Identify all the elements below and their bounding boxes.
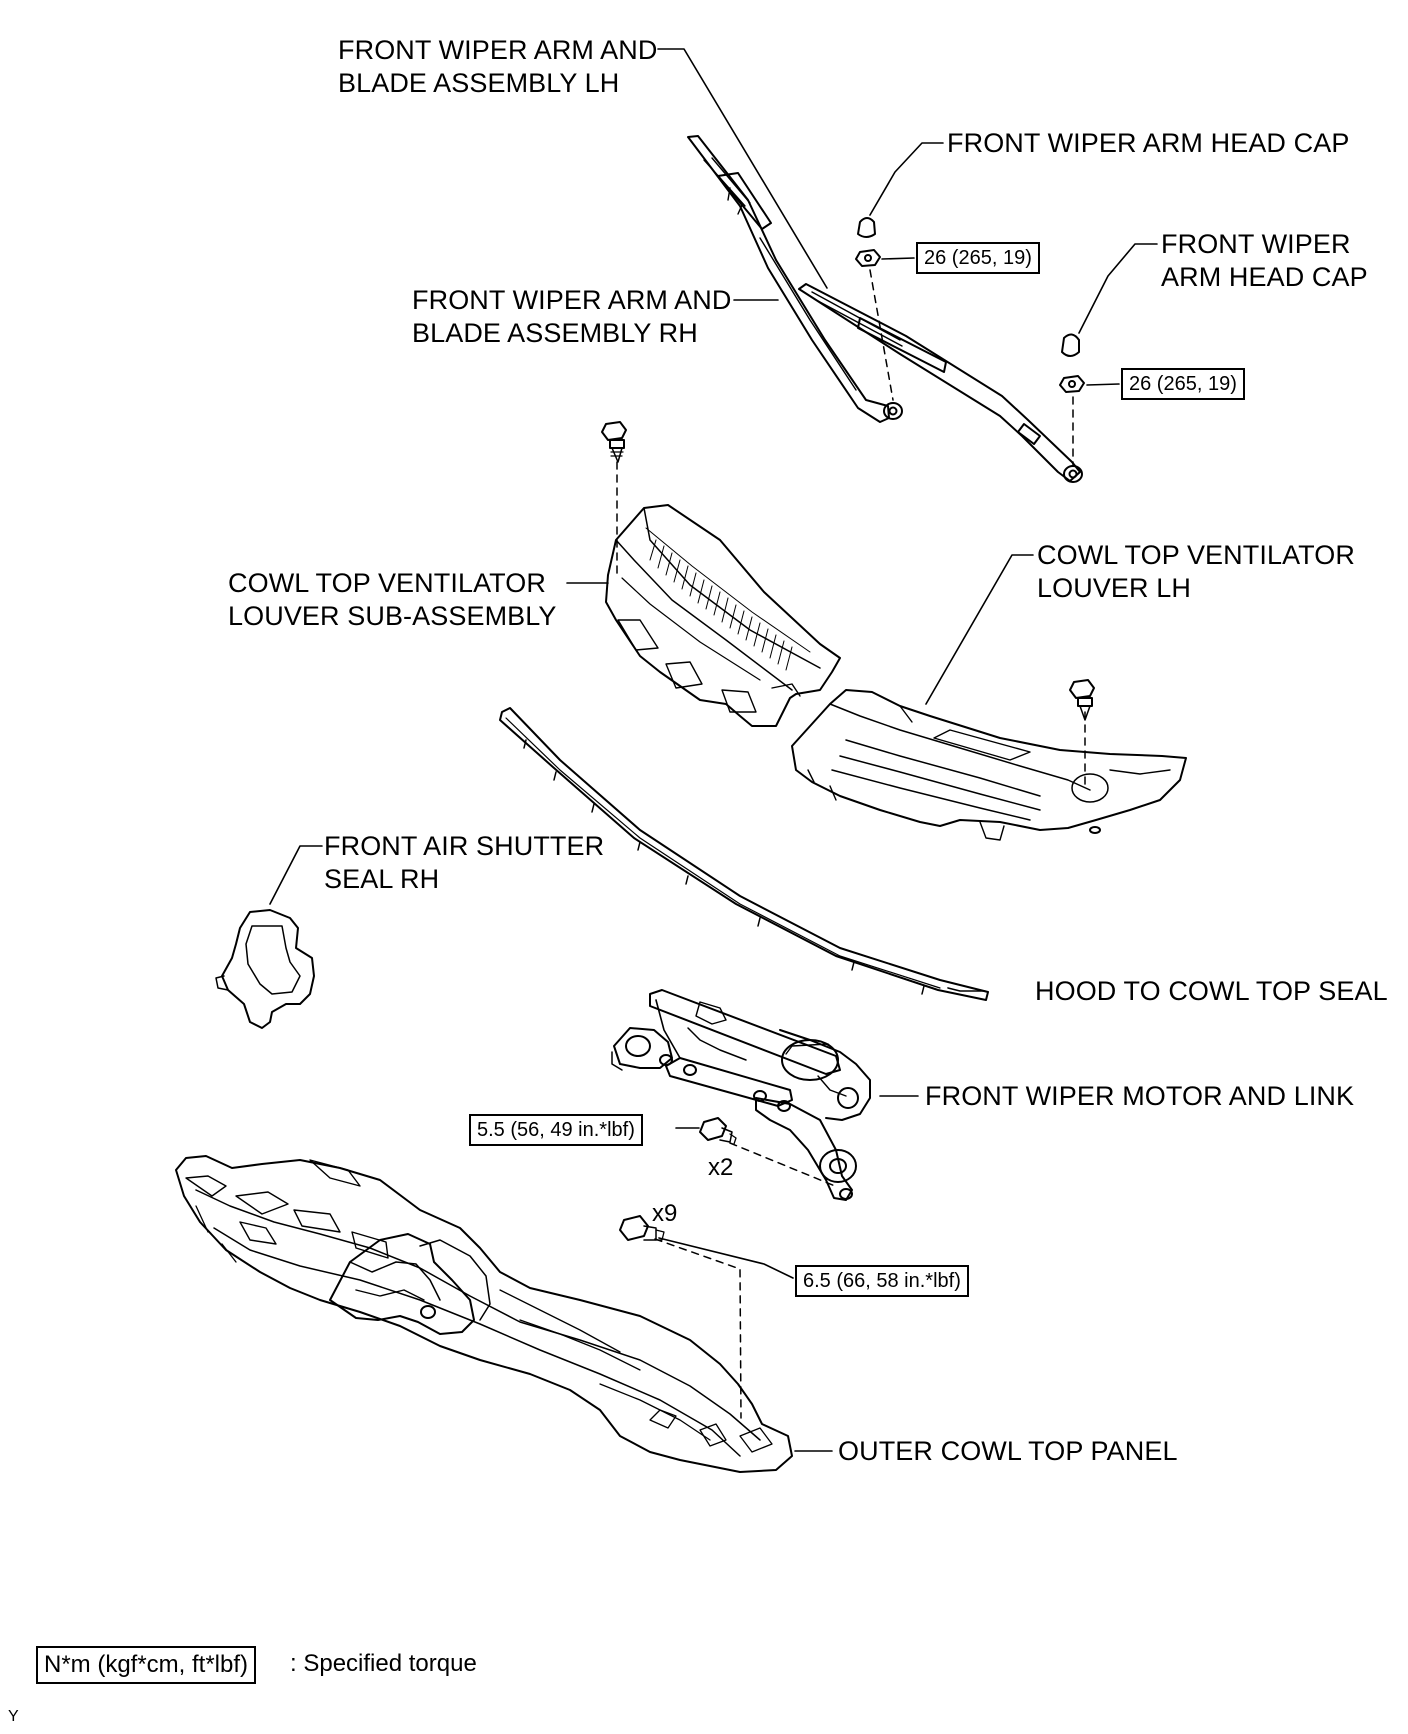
label-outer-panel: OUTER COWL TOP PANEL (838, 1435, 1178, 1468)
label-head-cap-1: FRONT WIPER ARM HEAD CAP (947, 127, 1349, 160)
label-motor-link: FRONT WIPER MOTOR AND LINK (925, 1080, 1354, 1113)
label-hood-seal: HOOD TO COWL TOP SEAL (1035, 975, 1388, 1008)
qty-panel-bolt: x9 (652, 1200, 678, 1227)
head-cap-1-shape (857, 217, 876, 238)
louver-lh-shape (791, 689, 1187, 841)
label-louver-lh: COWL TOP VENTILATOR LOUVER LH (1037, 539, 1355, 605)
legend-torque-text: : Specified torque (290, 1650, 477, 1677)
torque-box-panel-bolt: 6.5 (66, 58 in.*lbf) (795, 1265, 969, 1297)
label-head-cap-1-line-1: FRONT WIPER ARM HEAD CAP (947, 128, 1350, 158)
label-wiper-arm-lh-line-1: FRONT WIPER ARM AND (338, 35, 658, 65)
label-head-cap-2: FRONT WIPER ARM HEAD CAP (1161, 228, 1368, 294)
torque-box-nut-2: 26 (265, 19) (1121, 368, 1245, 400)
outer-cowl-panel-shape (175, 1155, 793, 1473)
label-louver-sub-assembly: COWL TOP VENTILATOR LOUVER SUB-ASSEMBLY (228, 567, 557, 633)
label-wiper-arm-rh: FRONT WIPER ARM AND BLADE ASSEMBLY RH (412, 284, 731, 350)
figure-code: Y (8, 1708, 19, 1725)
head-cap-2-shape (1061, 333, 1080, 357)
nut-1-shape (855, 249, 881, 267)
label-motor-link-line-1: FRONT WIPER MOTOR AND LINK (925, 1081, 1355, 1111)
label-air-shutter-line-2: SEAL RH (324, 864, 440, 894)
leader-torque-panel-bolt (658, 1237, 794, 1279)
label-wiper-arm-rh-line-1: FRONT WIPER ARM AND (412, 285, 732, 315)
qty-motor-bolt: x2 (708, 1154, 734, 1181)
leader-head-cap-2 (1078, 243, 1158, 334)
louver-bolt-2-shape (1069, 679, 1095, 721)
axis-motor-bolt (729, 1142, 836, 1187)
wiper-motor-link-shape (611, 989, 871, 1201)
label-air-shutter-seal: FRONT AIR SHUTTER SEAL RH (324, 830, 604, 896)
wiper-arm-rh-shape (687, 135, 903, 423)
leader-hood-seal (947, 987, 986, 992)
leader-head-cap-1 (869, 142, 944, 216)
legend-torque-box: N*m (kgf*cm, ft*lbf) (36, 1646, 257, 1684)
leader-air-shutter (269, 845, 323, 905)
label-louver-sub-line-1: COWL TOP VENTILATOR (228, 568, 546, 598)
torque-box-nut-1: 26 (265, 19) (916, 242, 1040, 274)
axis-panel-bolt (654, 1238, 742, 1419)
hood-seal-shape (499, 707, 989, 1001)
panel-bolt-shape (619, 1215, 665, 1241)
label-wiper-arm-lh-line-2: BLADE ASSEMBLY LH (338, 68, 620, 98)
label-head-cap-2-line-1: FRONT WIPER (1161, 229, 1351, 259)
label-outer-panel-line-1: OUTER COWL TOP PANEL (838, 1436, 1178, 1466)
leader-louver-lh (925, 554, 1034, 705)
air-shutter-seal-shape (215, 909, 315, 1029)
louver-sub-assembly-shape (605, 504, 841, 727)
wiper-arm-lh-shape (798, 283, 1083, 483)
label-wiper-arm-rh-line-2: BLADE ASSEMBLY RH (412, 318, 698, 348)
leader-torque-nut-2 (1086, 383, 1120, 386)
label-head-cap-2-line-2: ARM HEAD CAP (1161, 262, 1368, 292)
leader-wiper-arm-lh (657, 48, 828, 289)
label-wiper-arm-lh: FRONT WIPER ARM AND BLADE ASSEMBLY LH (338, 34, 657, 100)
louver-bolt-1-shape (601, 421, 627, 463)
louver-slats (645, 527, 811, 671)
label-hood-seal-line-1: HOOD TO COWL TOP SEAL (1035, 976, 1388, 1006)
torque-box-motor-bolt: 5.5 (56, 49 in.*lbf) (469, 1114, 643, 1146)
label-louver-lh-line-2: LOUVER LH (1037, 573, 1191, 603)
label-air-shutter-line-1: FRONT AIR SHUTTER (324, 831, 605, 861)
label-louver-sub-line-2: LOUVER SUB-ASSEMBLY (228, 601, 557, 631)
leader-torque-nut-1 (881, 257, 915, 260)
label-louver-lh-line-1: COWL TOP VENTILATOR (1037, 540, 1355, 570)
nut-2-shape (1059, 375, 1085, 393)
motor-bolt-shape (699, 1117, 737, 1145)
leader-lines (269, 48, 1158, 1452)
